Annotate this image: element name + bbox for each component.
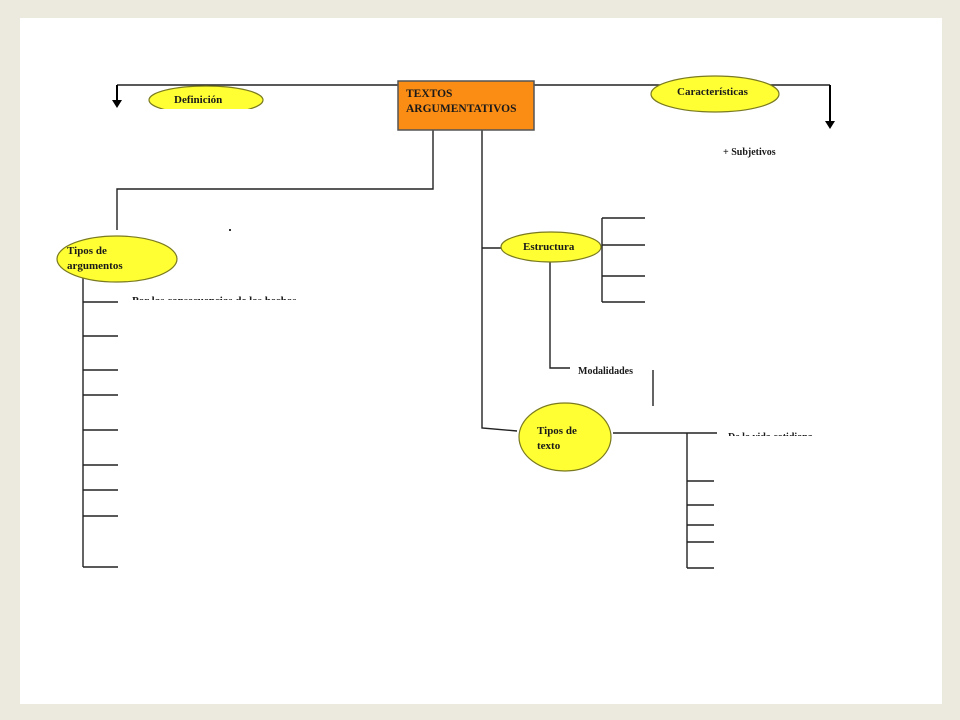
argument-type-partial-item: Por las consecuencias de los hechos [132,295,297,307]
arrows [112,85,835,129]
concept-map: TEXTOS ARGUMENTATIVOS Definición Caracte… [56,75,835,569]
root-to-arguments-connector [116,130,434,230]
modalities-label: Modalidades [578,366,633,377]
stray-dot [229,229,231,231]
root-node [397,80,535,131]
characteristics-node [650,75,780,113]
slide: TEXTOS ARGUMENTATIVOS Definición Caracte… [20,18,942,704]
argument-types-line-2: argumentos [67,260,123,272]
characteristics-label: Características [677,86,749,98]
definition-node-mask [140,109,270,121]
argument-types-line-1: Tipos de [67,245,107,257]
root-to-text-types-connector [481,130,518,432]
structure-to-modalities-connector [549,258,570,369]
characteristics-item: + Subjetivos [723,147,776,158]
text-types-line-1: Tipos de [537,425,577,437]
structure-node [500,231,602,263]
structure-label: Estructura [523,241,575,253]
root-line-2: ARGUMENTATIVOS [406,103,517,115]
connectors [82,84,830,569]
root-line-1: TEXTOS [406,88,452,100]
text-types-node [518,402,612,472]
argument-types-node [56,235,178,283]
text-types-line-2: texto [537,440,561,452]
definition-label: Definición [174,94,222,106]
text-type-partial-item: De la vida cotidiana [728,432,813,443]
